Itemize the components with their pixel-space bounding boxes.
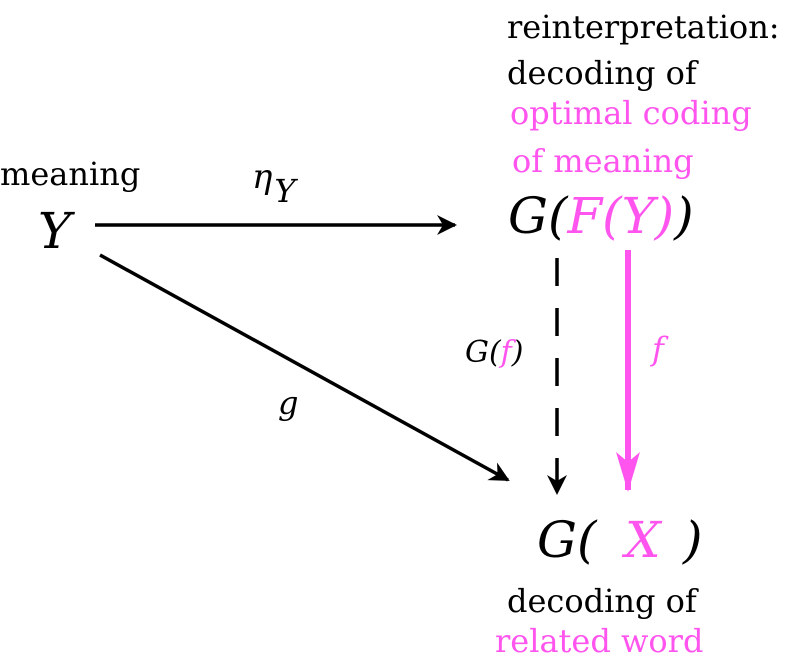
- related-word-caption: related word: [495, 622, 703, 660]
- bottom-expr-prefix: G(: [537, 511, 598, 569]
- G-f-prefix: G(: [465, 335, 502, 370]
- optimal-coding-caption: optimal coding: [510, 94, 752, 132]
- top-expr-suffix: ): [673, 187, 694, 245]
- decoding-of-caption-bottom: decoding of: [507, 582, 699, 620]
- g-arrow: [99, 253, 510, 482]
- source-caption: meaning: [0, 155, 140, 193]
- G-f-label: G(f): [465, 335, 524, 370]
- bottom-expr-inner: X: [621, 511, 663, 569]
- bottom-expr-suffix: ): [682, 511, 703, 569]
- decoding-of-caption-top: decoding of: [507, 54, 699, 92]
- reinterpretation-caption: reinterpretation:: [507, 8, 780, 46]
- f-label: f: [650, 330, 669, 368]
- source-symbol: Y: [38, 202, 75, 260]
- g-label: g: [278, 384, 298, 422]
- top-expr-prefix: G(: [508, 187, 569, 245]
- eta-subscript: Y: [274, 172, 298, 210]
- top-expression: G(F(Y)): [508, 187, 694, 245]
- G-f-suffix: ): [511, 335, 524, 370]
- top-expr-inner: F(Y): [566, 187, 674, 245]
- of-meaning-caption: of meaning: [512, 142, 694, 180]
- eta-label: ηY: [252, 157, 298, 210]
- eta-symbol: η: [252, 157, 273, 197]
